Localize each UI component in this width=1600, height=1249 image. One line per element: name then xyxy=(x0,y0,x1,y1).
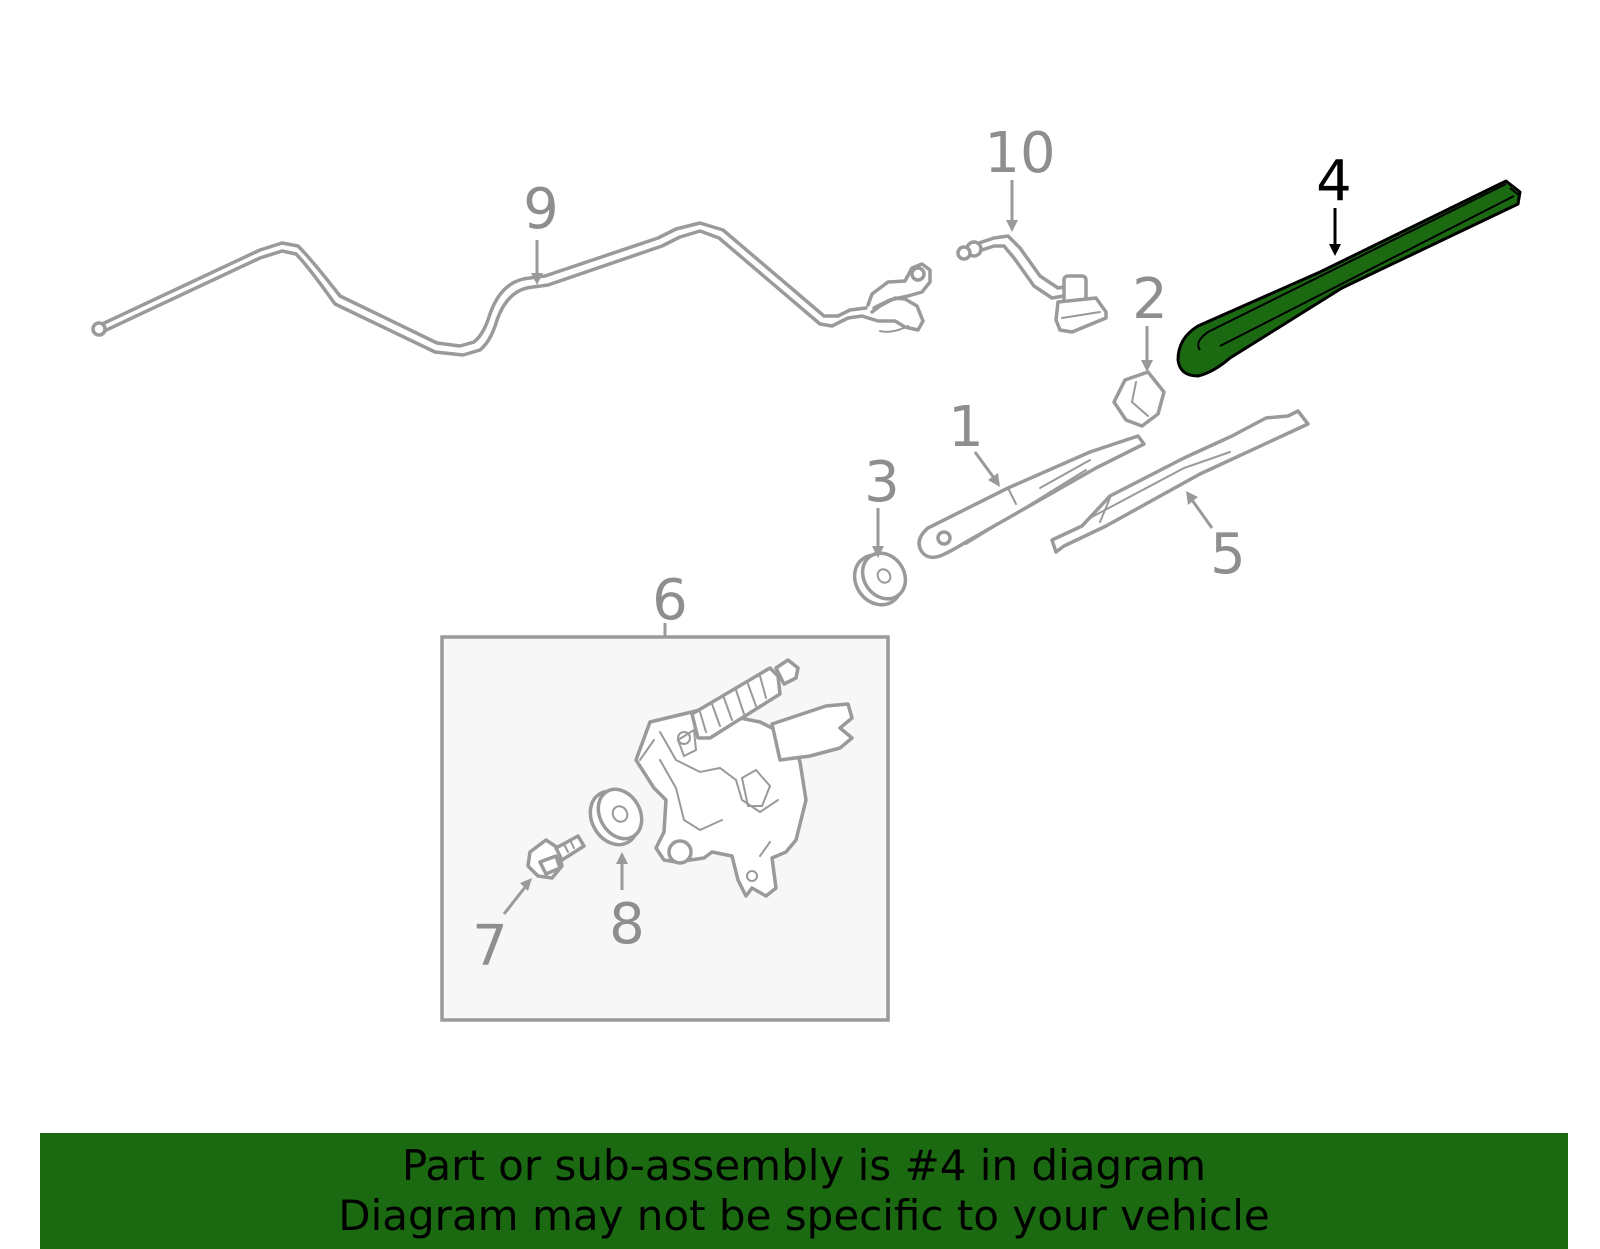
wiper-arm[interactable] xyxy=(917,434,1146,560)
callout-labels: 9 10 2 4 1 3 5 6 7 8 xyxy=(472,121,1352,979)
wiper-blade-highlighted[interactable] xyxy=(1176,179,1522,378)
blade-insert[interactable] xyxy=(1050,409,1310,554)
callout-6: 6 xyxy=(652,568,688,633)
leader-lines xyxy=(502,180,1341,915)
motor-assembly-box[interactable] xyxy=(440,623,890,1022)
callout-10: 10 xyxy=(984,121,1055,186)
callout-2: 2 xyxy=(1132,267,1168,332)
callout-7: 7 xyxy=(472,914,508,979)
wiper-motor[interactable] xyxy=(634,658,854,898)
callout-8: 8 xyxy=(609,892,645,957)
arm-nut[interactable] xyxy=(1112,370,1166,428)
cap-washer[interactable] xyxy=(845,545,914,614)
washer-hose[interactable] xyxy=(91,221,932,357)
parts-diagram: 9 10 2 4 1 3 5 6 7 8 xyxy=(91,121,1522,1022)
callout-3: 3 xyxy=(864,450,900,515)
callout-9: 9 xyxy=(523,177,559,242)
grommet[interactable] xyxy=(581,781,650,853)
callout-5: 5 xyxy=(1210,522,1246,587)
banner-line-part-number: Part or sub-assembly is #4 in diagram xyxy=(401,1141,1207,1190)
banner-line-disclaimer: Diagram may not be specific to your vehi… xyxy=(338,1191,1270,1240)
mounting-bolt[interactable] xyxy=(526,834,586,880)
callout-4: 4 xyxy=(1316,149,1352,214)
info-banner: Part or sub-assembly is #4 in diagram Di… xyxy=(40,1133,1568,1249)
callout-1: 1 xyxy=(948,395,984,460)
hose-connector[interactable] xyxy=(956,234,1108,334)
